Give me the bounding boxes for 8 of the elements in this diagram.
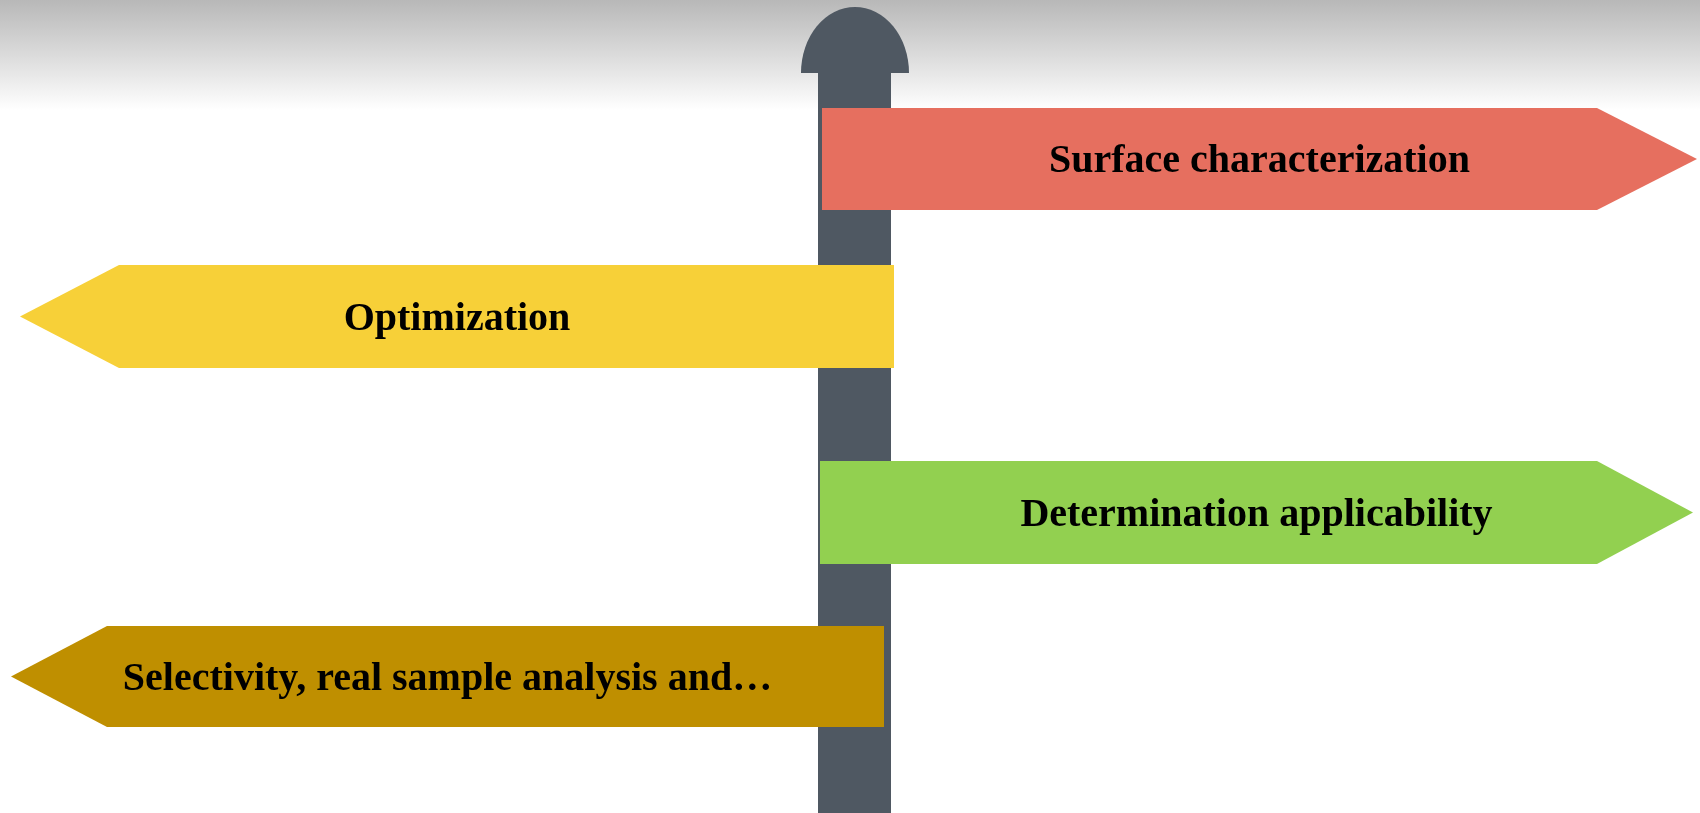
arrow-sign — [822, 108, 1697, 210]
sign-label: Selectivity, real sample analysis and… — [122, 656, 773, 697]
sign-label: Surface characterization — [1049, 139, 1470, 179]
sign-label: Optimization — [343, 296, 571, 337]
sign-label: Determination applicability — [1020, 492, 1493, 533]
arrow-sign — [20, 265, 894, 368]
arrow-sign — [820, 461, 1693, 564]
arrow-sign — [11, 626, 884, 727]
